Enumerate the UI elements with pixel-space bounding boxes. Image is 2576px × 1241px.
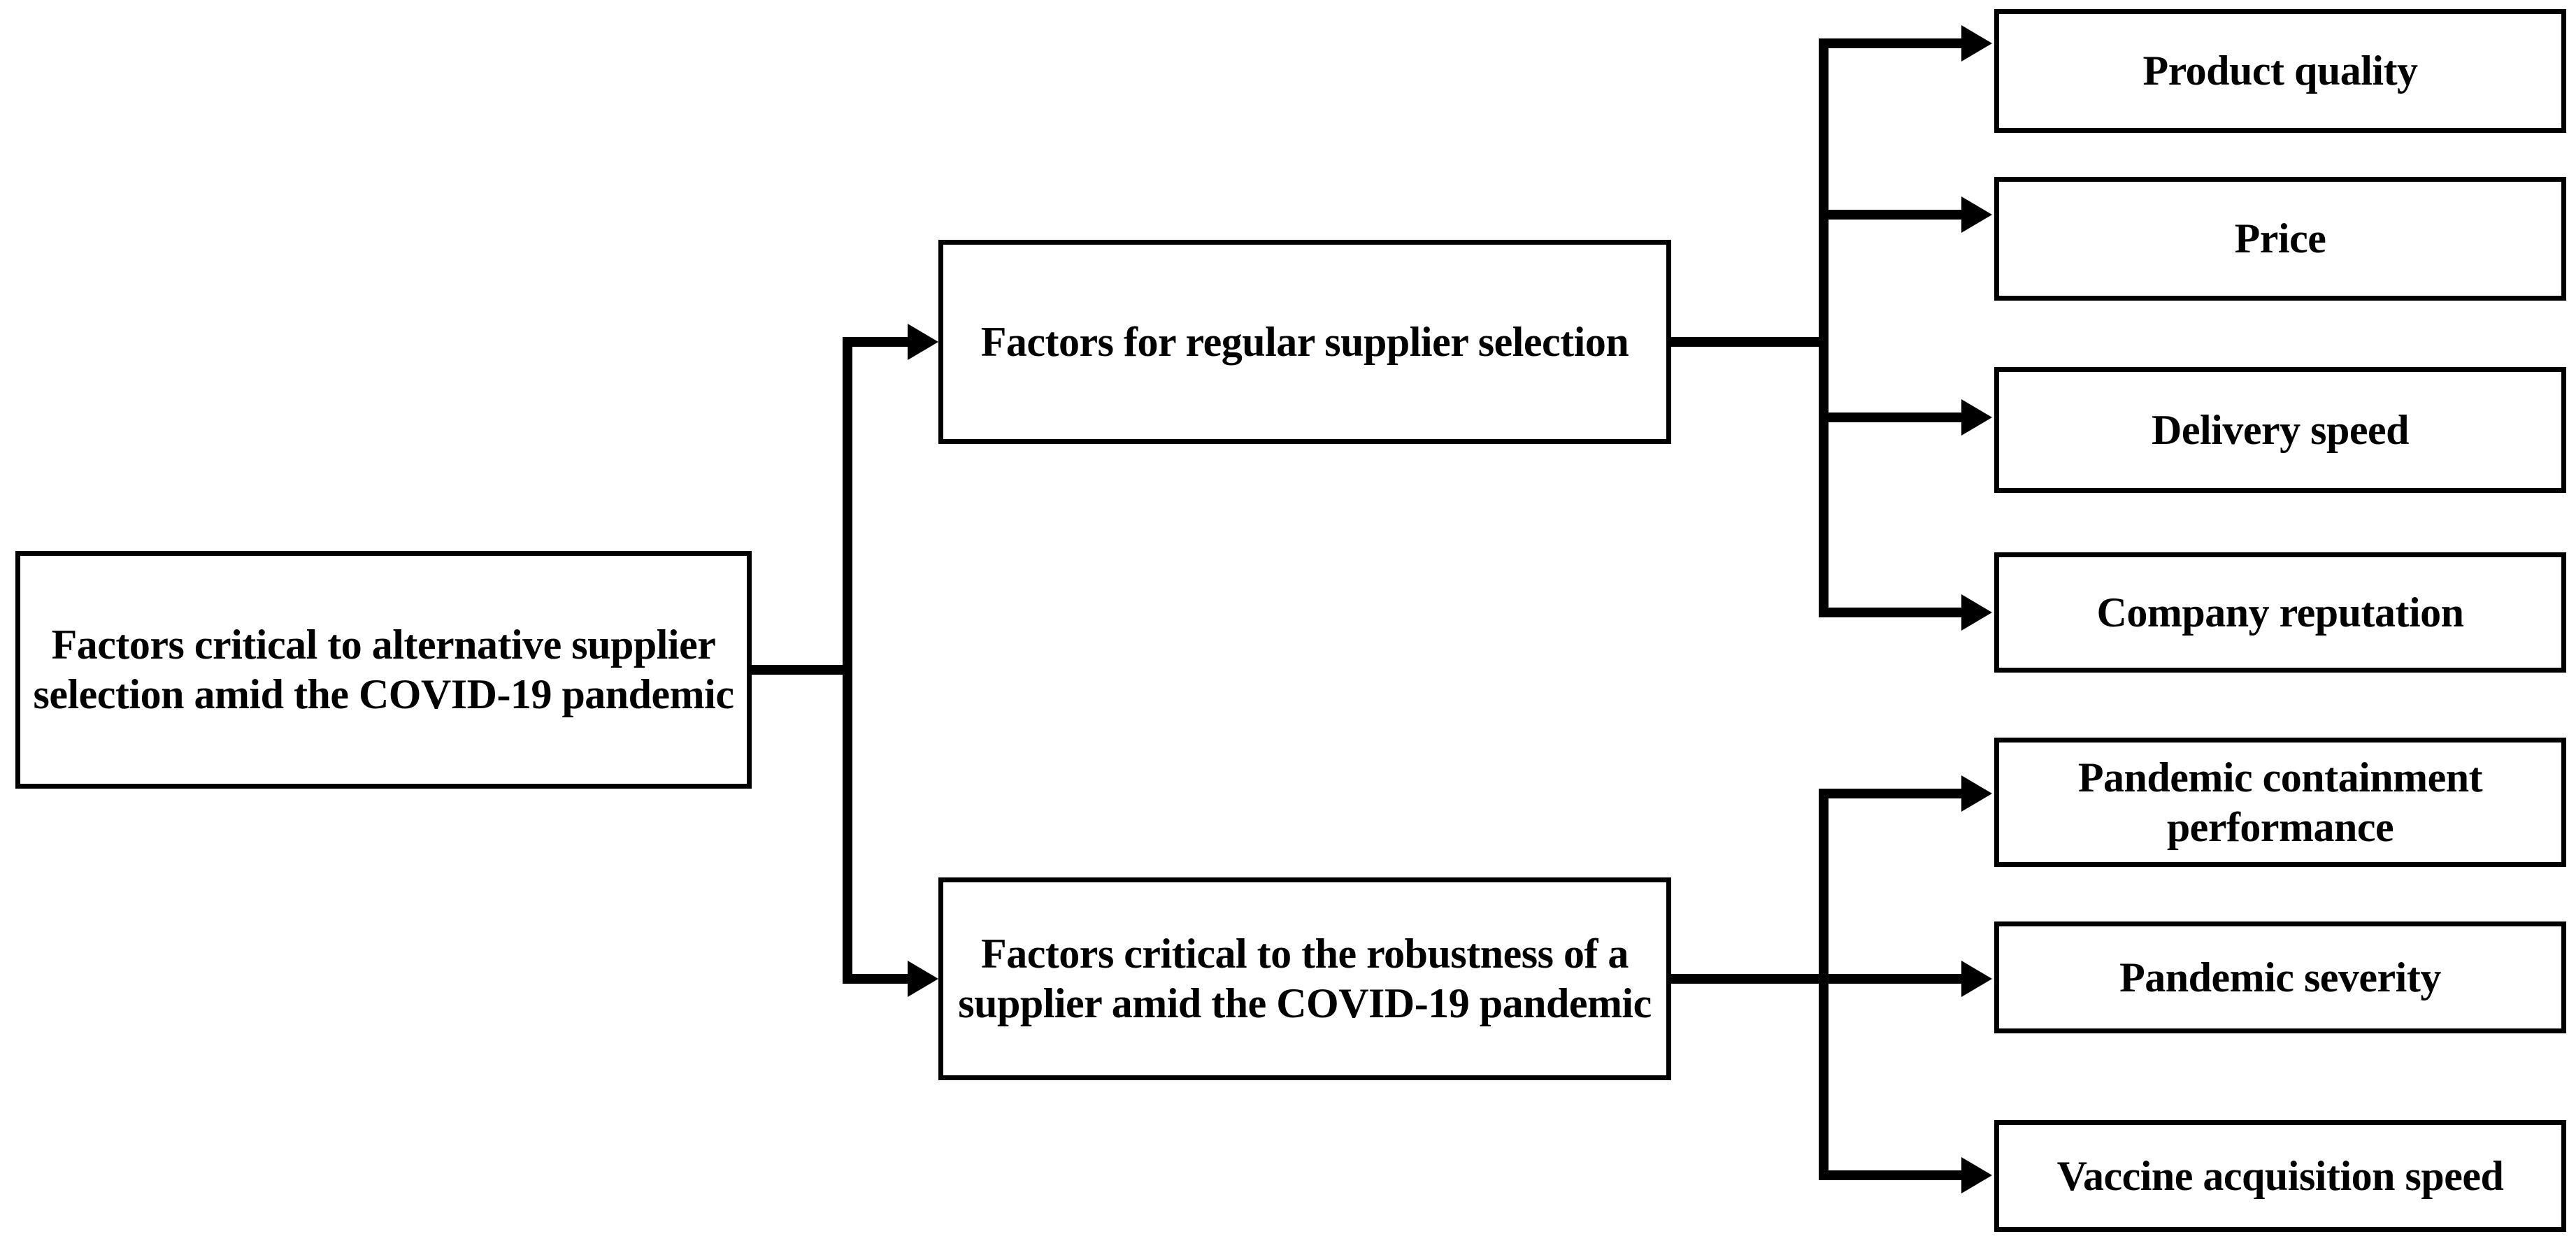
node-leaf-product-quality[interactable]: Product quality bbox=[1994, 9, 2566, 133]
connector-root-stub bbox=[752, 665, 852, 675]
node-leaf-company-reputation-label: Company reputation bbox=[2096, 589, 2464, 636]
node-leaf-pandemic-containment-performance[interactable]: Pandemic containment performance bbox=[1994, 738, 2566, 867]
arrowhead-pandemic-severity bbox=[1961, 961, 1992, 997]
node-leaf-price-label: Price bbox=[2234, 215, 2326, 262]
arrowhead-delivery-speed bbox=[1961, 399, 1992, 436]
connector-robust-stub bbox=[1671, 974, 1829, 984]
connector-root-to-regular bbox=[843, 337, 913, 347]
connector-regular-stub bbox=[1671, 337, 1829, 347]
connector-regular-to-company-reputation bbox=[1819, 608, 1966, 617]
connector-robust-to-pandemic-severity bbox=[1819, 974, 1966, 984]
node-leaf-vaccine-acquisition-speed[interactable]: Vaccine acquisition speed bbox=[1994, 1120, 2566, 1232]
connector-robust-to-pandemic-containment bbox=[1819, 789, 1966, 798]
node-leaf-pandemic-severity-label: Pandemic severity bbox=[2119, 954, 2441, 1000]
arrowhead-root-to-robust bbox=[908, 961, 938, 997]
connector-robust-to-vaccine-speed bbox=[1819, 1170, 1966, 1180]
node-root-label: Factors critical to alternative supplier… bbox=[33, 622, 734, 717]
connector-regular-to-product-quality bbox=[1819, 38, 1966, 48]
connector-regular-to-delivery-speed bbox=[1819, 413, 1966, 422]
node-branch-supplier-robustness[interactable]: Factors critical to the robustness of a … bbox=[938, 877, 1671, 1080]
connector-root-to-robust bbox=[843, 974, 913, 984]
arrowhead-vaccine-speed bbox=[1961, 1157, 1992, 1193]
arrowhead-root-to-regular bbox=[908, 324, 938, 360]
connector-root-trunk bbox=[843, 337, 852, 984]
node-root[interactable]: Factors critical to alternative supplier… bbox=[15, 551, 752, 789]
arrowhead-company-reputation bbox=[1961, 594, 1992, 631]
node-leaf-pandemic-containment-performance-label: Pandemic containment performance bbox=[2077, 754, 2483, 850]
connector-regular-trunk bbox=[1819, 38, 1829, 617]
node-leaf-product-quality-label: Product quality bbox=[2142, 48, 2418, 94]
node-leaf-delivery-speed-label: Delivery speed bbox=[2152, 406, 2409, 453]
arrowhead-price bbox=[1961, 196, 1992, 233]
node-branch-supplier-robustness-label: Factors critical to the robustness of a … bbox=[958, 931, 1652, 1026]
node-branch-regular-supplier-selection[interactable]: Factors for regular supplier selection bbox=[938, 240, 1671, 444]
node-leaf-company-reputation[interactable]: Company reputation bbox=[1994, 552, 2566, 673]
arrowhead-product-quality bbox=[1961, 25, 1992, 62]
node-leaf-vaccine-acquisition-speed-label: Vaccine acquisition speed bbox=[2056, 1152, 2504, 1199]
arrowhead-pandemic-containment bbox=[1961, 775, 1992, 812]
connector-regular-to-price bbox=[1819, 210, 1966, 220]
node-leaf-pandemic-severity[interactable]: Pandemic severity bbox=[1994, 921, 2566, 1033]
node-leaf-delivery-speed[interactable]: Delivery speed bbox=[1994, 367, 2566, 493]
connector-robust-trunk bbox=[1819, 789, 1829, 1180]
node-branch-regular-supplier-selection-label: Factors for regular supplier selection bbox=[980, 318, 1629, 365]
node-leaf-price[interactable]: Price bbox=[1994, 177, 2566, 301]
